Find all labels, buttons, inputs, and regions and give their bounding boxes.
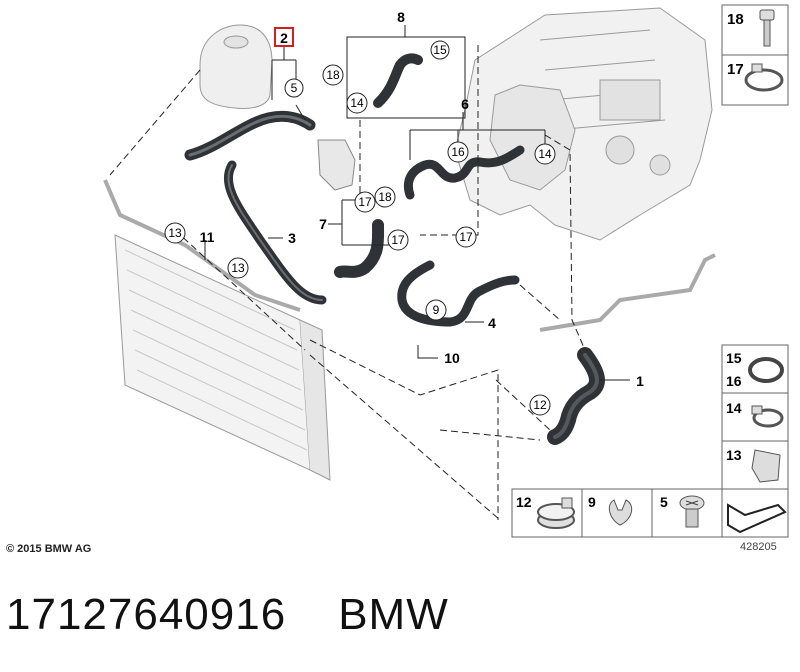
callout-13-b: 13 [227,257,249,279]
svg-text:16: 16 [451,145,465,159]
hose-3 [223,160,327,305]
callout-5: 5 [284,78,304,98]
holder-clip-icon [608,499,633,526]
clip-icon [751,449,781,483]
legend-right: 15 16 14 13 [721,344,789,490]
callout-16: 16 [447,141,469,163]
svg-text:17: 17 [391,233,405,247]
band-clamp-icon [537,497,575,529]
callout-7: 7 [319,216,327,232]
hose-6 [403,145,525,200]
svg-text:14: 14 [538,147,552,161]
callout-13-a: 13 [164,222,186,244]
legend-bottom: 12 9 5 [511,488,789,538]
callout-4: 4 [488,315,496,331]
svg-text:15: 15 [433,43,447,57]
bleed-pipes [103,179,716,332]
hoses [184,53,605,445]
callout-18-mid: 18 [374,186,396,208]
svg-text:14: 14 [350,96,364,110]
leader-lines [109,45,586,521]
pointer-arrow-icon [727,503,787,534]
radiator-illustration [114,234,331,481]
callout-12: 12 [529,394,551,416]
callout-17-b: 17 [387,229,409,251]
hose-8 [373,53,423,108]
bolt-icon [759,9,775,47]
callout-17-a: 17 [354,191,376,213]
svg-text:5: 5 [291,81,298,95]
brand-name: BMW [338,590,449,639]
callout-2-highlight [274,27,294,47]
hose-clamp-icon [744,63,784,92]
seal-ring-icon [748,357,784,383]
callout-14-right: 14 [534,143,556,165]
svg-text:12: 12 [533,398,547,412]
legend-top: 18 17 [721,4,789,106]
thermostat-illustration [317,139,356,191]
footer-caption: 17127640916 BMW [6,590,501,640]
svg-text:9: 9 [433,303,440,317]
svg-text:13: 13 [168,226,182,240]
callout-6: 6 [461,96,469,112]
legend-item-18: 18 [727,11,744,28]
callout-14-top: 14 [346,92,368,114]
legend-item-12: 12 [516,494,532,510]
callout-11: 11 [200,229,215,245]
svg-text:18: 18 [378,190,392,204]
legend-item-14: 14 [726,400,742,416]
callout-17-c: 17 [455,226,477,248]
hose-1 [547,347,605,445]
svg-text:13: 13 [231,261,245,275]
legend-item-9: 9 [588,494,596,510]
callout-2: 2 [280,30,288,46]
callout-18: 18 [322,64,344,86]
legend-item-16: 16 [726,373,742,389]
spring-clamp-icon [751,405,784,428]
svg-text:17: 17 [358,195,372,209]
callout-15: 15 [430,40,450,60]
copyright-text: © 2015 BMW AG [6,543,92,555]
hose-7 [334,219,385,278]
callout-circles: 5 15 18 14 16 14 18 17 17 17 13 13 9 12 [164,40,556,416]
callout-numbers: 2 8 6 7 3 11 4 10 1 [200,9,645,389]
callout-10: 10 [444,350,460,366]
callout-8: 8 [397,9,405,25]
reference-number: 428205 [740,541,777,553]
svg-text:18: 18 [326,68,340,82]
legend-item-13: 13 [726,447,742,463]
callout-9: 9 [425,299,447,321]
hose-4 [397,260,520,327]
vent-screw-icon [679,495,705,528]
legend-item-5: 5 [660,494,668,510]
expansion-tank-illustration [199,24,273,109]
svg-text:17: 17 [459,230,473,244]
part-number: 17127640916 [6,590,287,639]
callout-brackets [204,25,630,381]
legend-item-17: 17 [727,61,744,78]
legend-item-15: 15 [726,350,742,366]
engine-block-illustration [454,7,713,241]
callout-1: 1 [636,373,644,389]
callout-3: 3 [288,230,296,246]
